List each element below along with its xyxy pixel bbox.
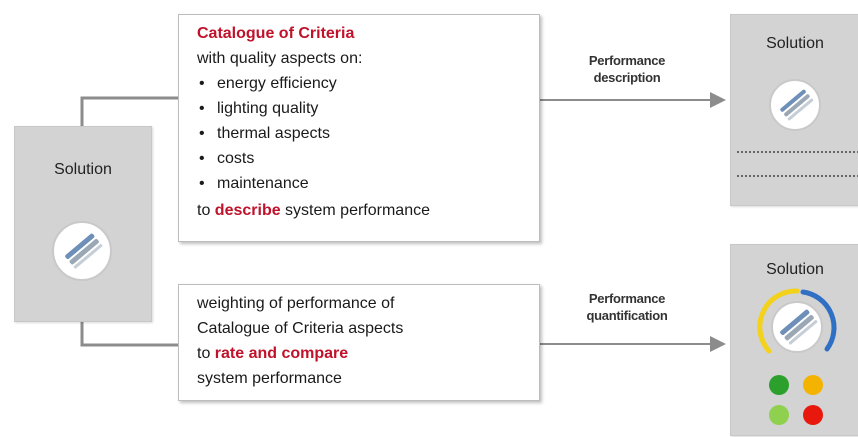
left-solution-card: Solution (14, 126, 152, 322)
describe-emphasis: describe (214, 202, 281, 219)
weighting-line-4: system performance (197, 370, 342, 387)
performance-quantification-label: Performance quantification (586, 291, 668, 323)
status-dot-green (769, 375, 789, 395)
criteria-bullet: energy efficiency (197, 71, 539, 96)
top-connector (80, 96, 178, 126)
right-top-solution-card: Solution (730, 14, 858, 206)
weighting-line-1: weighting of performance of (197, 295, 395, 312)
rate-compare-emphasis: rate and compare (214, 345, 349, 362)
right-top-solution-title: Solution (766, 35, 824, 52)
criteria-bullet: thermal aspects (197, 121, 539, 146)
criteria-bullet: maintenance (197, 171, 539, 196)
weighting-line-3: to rate and compare (197, 345, 349, 362)
criteria-footer: to describe system performance (197, 202, 430, 219)
criteria-bullet: lighting quality (197, 96, 539, 121)
dotted-line (737, 151, 858, 153)
dotted-line (737, 175, 858, 177)
criteria-box: Catalogue of Criteria with quality aspec… (178, 14, 540, 242)
criteria-list: energy efficiency lighting quality therm… (197, 71, 539, 196)
left-solution-title: Solution (54, 161, 112, 178)
right-bottom-solution-card: Solution (730, 244, 858, 436)
criteria-intro: with quality aspects on: (197, 50, 363, 67)
status-dot-lightgreen (769, 405, 789, 425)
criteria-heading: Catalogue of Criteria (197, 25, 355, 42)
weighting-line-2: Catalogue of Criteria aspects (197, 320, 404, 337)
status-dot-red (803, 405, 823, 425)
criteria-bullet: costs (197, 146, 539, 171)
solution-logo-icon (50, 219, 114, 283)
status-dot-orange (803, 375, 823, 395)
gauge-icon (755, 285, 839, 369)
solution-logo-icon (767, 77, 823, 133)
weighting-box: weighting of performance of Catalogue of… (178, 284, 540, 401)
bottom-connector (80, 322, 178, 347)
right-bottom-solution-title: Solution (766, 261, 824, 278)
performance-description-label: Performance description (588, 53, 666, 85)
